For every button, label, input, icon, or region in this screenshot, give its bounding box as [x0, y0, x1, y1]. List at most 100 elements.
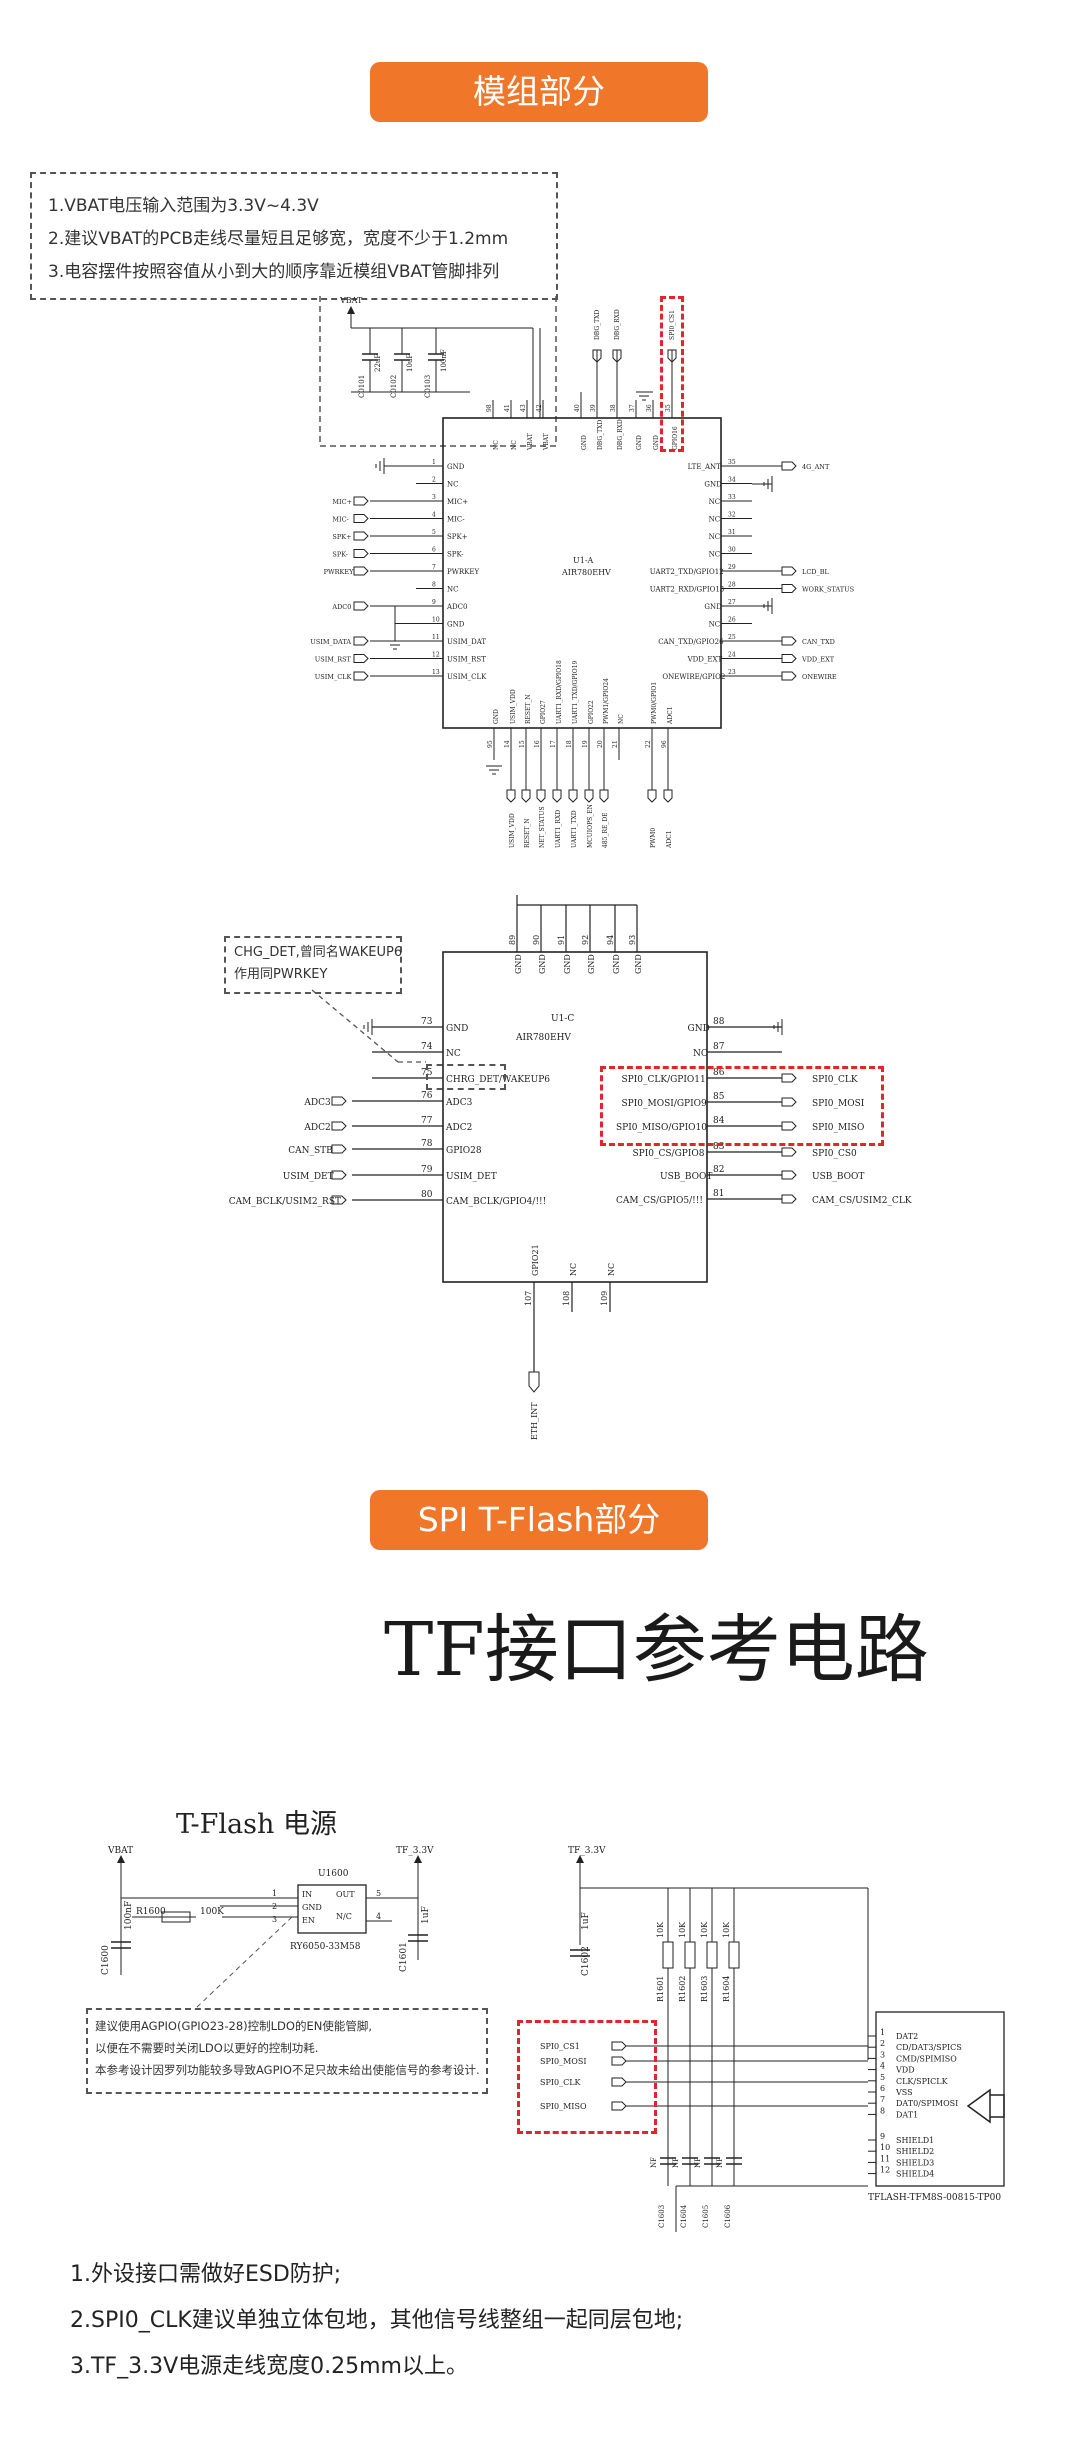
module-section-banner: 模组部分: [370, 62, 708, 122]
u1c-right-net: USB_BOOT: [812, 1172, 864, 1182]
tf-spi-net-label: SPI0_MISO: [540, 2102, 587, 2111]
u1a-bottom-pin-label: USIM_VDD: [510, 689, 517, 724]
c1601-label: C1601: [399, 1942, 409, 1972]
tf-connector-pin-name: SHIELD4: [896, 2170, 934, 2179]
tflash-power-title: T-Flash 电源: [176, 1809, 337, 1840]
net-flag-icon: [781, 1194, 797, 1204]
u1c-right-net: CAM_CS/USIM2_CLK: [812, 1196, 912, 1206]
u1a-bottom-net: USIM_VDD: [509, 813, 516, 848]
u1c-right-pin-label: SPI0_MISO/GPIO10: [616, 1123, 707, 1133]
u1a-top-pin-num: 43: [520, 404, 527, 412]
u1a-top-pin-num: 35: [665, 404, 672, 412]
tf-spi-nets-highlight: [517, 2020, 657, 2134]
u1c-body: [442, 951, 708, 1283]
u1c-top-pin-num: 90: [532, 935, 541, 945]
net-flag-icon: [552, 789, 562, 803]
ldo-num-3: 3: [272, 1915, 277, 1924]
u1a-bottom-pin-num: 14: [504, 740, 511, 748]
u1c-top-pin-label: GND: [563, 954, 572, 974]
cap-value: 22uF: [374, 354, 382, 372]
u1c-bottom-net: ETH_INT: [530, 1402, 539, 1440]
u1a-right-pin-label: GND: [704, 481, 722, 489]
net-flag-icon: [568, 789, 578, 803]
net-flag-icon: [353, 549, 369, 558]
u1a-right-pin-num: 34: [728, 477, 736, 484]
u1c-top-pin-label: GND: [587, 954, 596, 974]
ldo-pin-nc: N/C: [336, 1912, 352, 1921]
u1c-right-pin-label: CAM_CS/GPIO5/!!!: [616, 1196, 703, 1206]
u1a-bottom-net: ADC1: [666, 830, 673, 849]
module-notes: 1.VBAT电压输入范围为3.3V~4.3V 2.建议VBAT的PCB走线尽量短…: [48, 190, 508, 289]
ldo-note-3: 本参考设计因罗列功能较多导致AGPIO不足只故未给出使能信号的参考设计.: [95, 2063, 480, 2077]
u1a-left-net: ADC0: [331, 603, 351, 611]
net-flag-icon: [353, 601, 369, 611]
u1c-left-net: USIM_DET: [283, 1172, 334, 1182]
r1600-label: R1600: [136, 1907, 166, 1917]
bottom-note-2: 2.SPI0_CLK建议单独立体包地，其他信号线整组一起同层包地;: [70, 2308, 684, 2333]
u1a-right-pin-num: 24: [728, 652, 736, 659]
tf-connector-pin-name: CMD/SPIMISO: [896, 2054, 957, 2063]
net-flag-icon: [781, 461, 797, 471]
tf-vbat-label: VBAT: [107, 1846, 133, 1856]
c1600-label: C1600: [101, 1945, 111, 1975]
net-flag-icon: [611, 2041, 627, 2051]
tf-connector-pin-num: 11: [880, 2154, 890, 2163]
u1a-left-pin-label: MIC-: [447, 516, 465, 524]
tf-connector-pin-num: 12: [880, 2166, 890, 2175]
u1a-left-pin-label: NC: [447, 481, 458, 489]
u1a-top-pin-label: DBG_RXD: [617, 419, 624, 450]
ldo-pin-out: OUT: [336, 1890, 355, 1899]
u1a-bottom-pin-num: 18: [566, 740, 573, 748]
u1c-right-pin-label: GND: [688, 1024, 710, 1034]
u1a-part: AIR780EHV: [561, 568, 611, 577]
u1a-top-pin-label: GND: [653, 435, 660, 450]
u1a-top-pin-num: 37: [629, 404, 636, 412]
u1a-left-pin-num: 7: [432, 564, 436, 571]
u1a-bottom-net: RESET_N: [524, 818, 531, 848]
u1c-top-pin-num: 91: [557, 935, 566, 945]
u1c-left-net: CAN_STB: [288, 1146, 333, 1156]
u1a-bottom-pin-label: ADC1: [667, 706, 674, 725]
net-flag-icon: [647, 789, 657, 803]
u1c-top-pin-label: GND: [634, 954, 643, 974]
u1c-left-pin-label: GND: [446, 1024, 468, 1034]
u1a-left-net: USIM_RST: [315, 656, 352, 664]
tf-cap-designator: C1605: [702, 2205, 710, 2228]
u1a-left-net: MIC+: [332, 498, 352, 506]
u1a-right-pin-label: LTE_ANT: [688, 463, 722, 471]
u1a-bottom-pin-num: 16: [534, 740, 541, 748]
tf-connector-pin-name: SHIELD1: [896, 2136, 934, 2145]
pullup-value: 10K: [722, 1921, 731, 1938]
module-note-1: 1.VBAT电压输入范围为3.3V~4.3V: [48, 196, 319, 216]
u1a-bottom-pin-label: UART1_TXD/GPIO19: [572, 661, 579, 724]
u1c-right-pin-num: 88: [713, 1017, 725, 1027]
u1a-left-pin-num: 13: [432, 669, 440, 676]
net-flag-icon: [331, 1195, 347, 1205]
spi-section-banner: SPI T-Flash部分: [370, 1490, 708, 1550]
u1a-top-pin-num: 40: [574, 404, 581, 412]
ldo-num-1: 1: [272, 1889, 277, 1898]
u1a-left-net: SPK+: [332, 533, 351, 541]
u1a-right-pin-num: 35: [728, 459, 736, 466]
u1a-right-pin-label: NC: [709, 551, 720, 559]
u1a-schematic: U1-A AIR780EHV VBAT C010122uFC010210uFC0…: [310, 296, 854, 849]
net-flag-icon: [592, 349, 602, 363]
tf-connector-pin-name: CLK/SPICLK: [896, 2077, 949, 2086]
net-flag-icon: [611, 2056, 627, 2066]
tf-cap-designator: C1606: [724, 2204, 732, 2228]
u1a-top-pin-label: NC: [511, 440, 518, 450]
tf-connector-pin-num: 2: [880, 2039, 885, 2048]
u1c-bottom-pin-num: 108: [562, 1291, 571, 1306]
net-flag-icon: [781, 1097, 797, 1107]
pullup-value: 10K: [678, 1921, 687, 1938]
u1a-right-net: CAN_TXD: [802, 638, 835, 646]
u1a-top-pin-num: 39: [590, 404, 597, 412]
module-note-2: 2.建议VBAT的PCB走线尽量短且足够宽，宽度不少于1.2mm: [48, 229, 509, 249]
u1a-right-net: VDD_EXT: [801, 656, 835, 664]
u1c-left-pin-num: 74: [421, 1042, 433, 1052]
net-flag-icon: [331, 1096, 347, 1106]
u1a-right-pin-num: 27: [728, 599, 736, 606]
u1a-bottom-pin-num: 20: [597, 740, 604, 748]
u1a-top-pin-num: 41: [504, 404, 511, 412]
u1600-body: [297, 1884, 367, 1934]
